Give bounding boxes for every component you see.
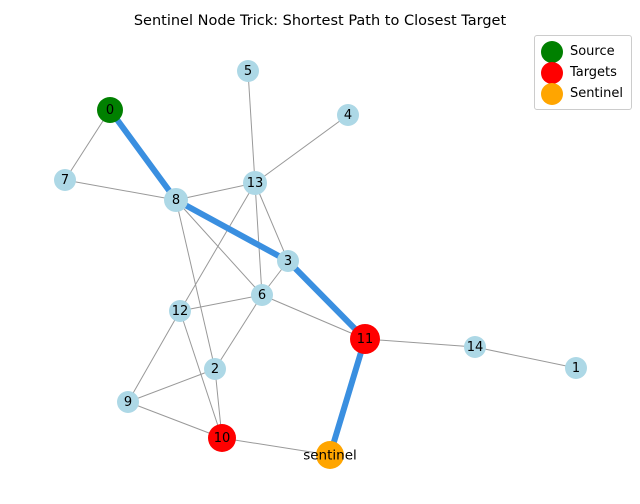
graph-node-13[interactable] xyxy=(243,171,267,195)
graph-node-4[interactable] xyxy=(337,104,359,126)
legend-item-sentinel: Sentinel xyxy=(540,82,623,105)
graph-edge xyxy=(127,401,223,439)
edges-layer xyxy=(64,70,577,456)
graph-node-10[interactable] xyxy=(208,424,236,452)
graph-edge xyxy=(221,437,331,456)
graph-edge xyxy=(127,368,216,403)
graph-edge xyxy=(64,179,177,201)
path-edge xyxy=(327,336,368,458)
graph-node-11[interactable] xyxy=(350,324,380,354)
legend-label: Source xyxy=(569,44,615,59)
path-edge xyxy=(107,107,179,203)
graph-node-6[interactable] xyxy=(251,284,273,306)
graph-node-5[interactable] xyxy=(237,60,259,82)
graph-edge xyxy=(261,294,366,340)
graph-node-12[interactable] xyxy=(169,300,191,322)
legend-swatch-sentinel-icon xyxy=(540,82,563,105)
graph-edge xyxy=(64,109,111,181)
legend-item-targets: Targets xyxy=(540,61,623,84)
graph-edge xyxy=(179,294,263,312)
graph-edge xyxy=(254,114,349,184)
graph-node-14[interactable] xyxy=(464,336,486,358)
chart-title: Sentinel Node Trick: Shortest Path to Cl… xyxy=(133,13,507,29)
path-edge xyxy=(285,258,368,342)
graph-edge xyxy=(179,182,256,312)
graph-node-8[interactable] xyxy=(164,188,188,212)
graph-edge xyxy=(175,182,256,201)
graph-node-9[interactable] xyxy=(117,391,139,413)
legend-label: Sentinel xyxy=(569,86,623,101)
highlighted-path-layer xyxy=(107,107,368,458)
path-edge xyxy=(173,197,291,264)
legend-swatch-source-icon xyxy=(540,40,563,63)
graph-edge xyxy=(247,70,256,184)
legend-swatch-targets-icon xyxy=(540,61,563,84)
graph-edge xyxy=(254,182,263,296)
graph-node-sentinel[interactable] xyxy=(316,441,344,469)
graph-edge xyxy=(127,310,181,403)
graph-edge xyxy=(364,338,476,348)
legend-item-source: Source xyxy=(540,40,623,63)
graph-node-1[interactable] xyxy=(565,357,587,379)
graph-edge xyxy=(474,346,577,369)
graph-edge xyxy=(254,182,289,262)
graph-edge xyxy=(175,199,263,296)
graph-node-2[interactable] xyxy=(204,358,226,380)
graph-edge xyxy=(214,294,263,370)
graph-node-3[interactable] xyxy=(277,250,299,272)
graph-node-7[interactable] xyxy=(54,169,76,191)
legend-label: Targets xyxy=(569,65,617,80)
graph-node-0[interactable] xyxy=(97,97,123,123)
nodes-layer xyxy=(54,60,587,469)
